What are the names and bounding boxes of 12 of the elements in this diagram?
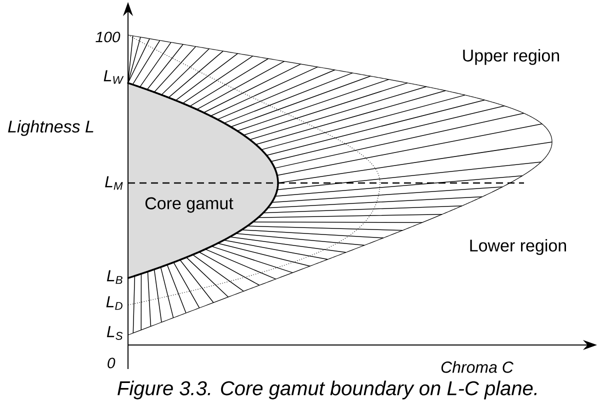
axis-title: Chroma C (441, 361, 514, 373)
axis-tick-label: L$_{D}$ (106, 296, 122, 310)
axis-tick-label: L$_{S}$ (106, 326, 123, 340)
axis-tick-label: L$_{B}$ (106, 270, 122, 284)
axis-title: Lightness L (8, 120, 94, 136)
axis-tick-label: 100 (96, 32, 120, 42)
region-label: Lower region (470, 239, 566, 255)
axis-tick-label: 0 (108, 358, 116, 368)
caption: Figure 3.3. Core gamut boundary on L-C plane. (118, 380, 537, 400)
core-gamut-region: Core gamut (127, 82, 279, 279)
region-label: Upper region (463, 49, 559, 65)
axis-tick-label: L$_{W}$ (104, 70, 124, 84)
